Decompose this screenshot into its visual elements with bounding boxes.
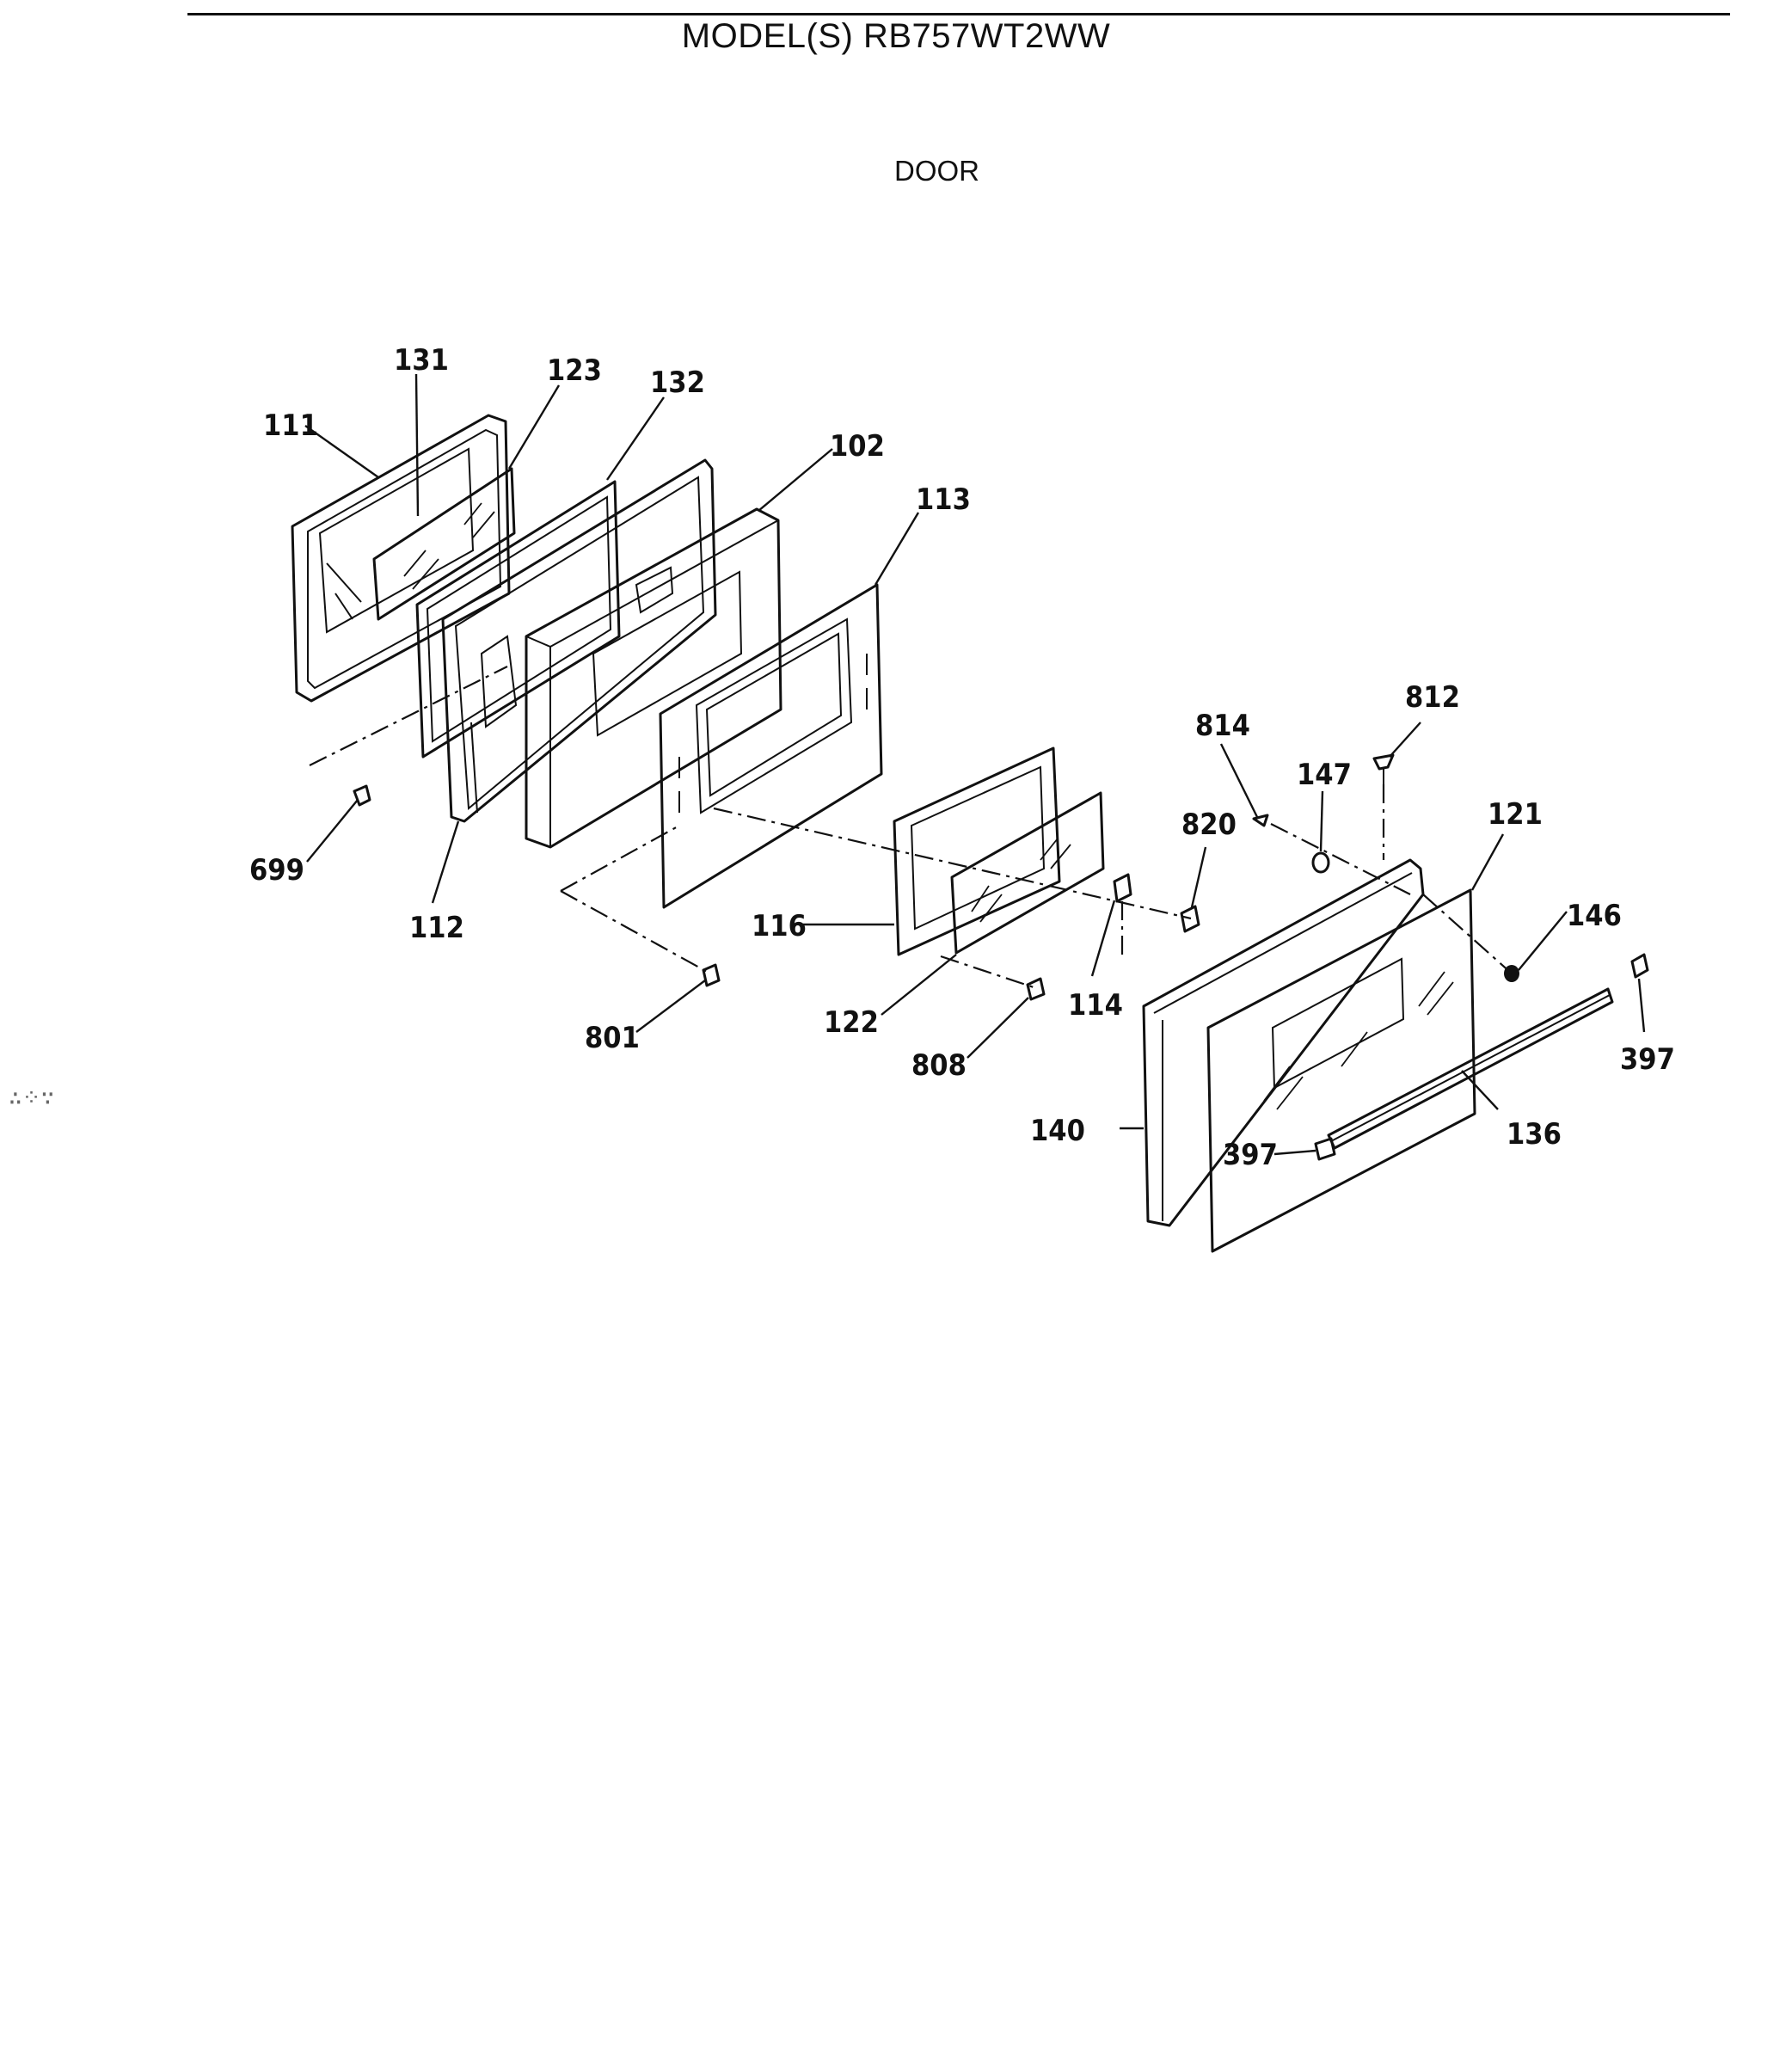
- part-132-door-frame: [441, 458, 717, 823]
- callout-814: 814: [1195, 709, 1250, 743]
- callout-140: 140: [1030, 1114, 1085, 1148]
- part-121-outer-glass: [1206, 888, 1476, 1253]
- callout-397-right: 397: [1620, 1042, 1675, 1077]
- callout-699: 699: [249, 853, 304, 888]
- part-113-door-panel: [659, 583, 883, 909]
- part-116-window-frame: [893, 746, 1061, 956]
- callout-136: 136: [1507, 1117, 1562, 1152]
- callout-820: 820: [1181, 808, 1237, 842]
- part-102-insulation: [525, 507, 782, 849]
- callout-116: 116: [752, 909, 807, 943]
- part-123-gasket: [415, 480, 621, 759]
- callout-147: 147: [1297, 758, 1352, 792]
- callout-112: 112: [409, 911, 464, 945]
- callout-146: 146: [1567, 899, 1622, 933]
- alignment-lines: [309, 666, 1513, 989]
- part-136-handle: [1327, 987, 1614, 1150]
- leader-lines: [304, 373, 1646, 1156]
- callout-122: 122: [824, 1005, 879, 1040]
- callout-131: 131: [394, 343, 449, 378]
- callout-114: 114: [1068, 988, 1123, 1023]
- part-131-inner-glass: [372, 467, 516, 621]
- callout-801: 801: [585, 1021, 640, 1055]
- part-122-window-glass: [950, 791, 1105, 955]
- callout-397-left: 397: [1223, 1138, 1278, 1172]
- callout-812: 812: [1405, 680, 1460, 715]
- callout-113: 113: [916, 482, 971, 517]
- scan-artifact: ∴⁘∵: [9, 1085, 55, 1111]
- callout-labels: 131 123 132 111 102 113 699 112 801 116 …: [249, 343, 1675, 1172]
- model-title: MODEL(S) RB757WT2WW: [681, 17, 1111, 55]
- top-rule: [187, 13, 1730, 15]
- callout-123: 123: [547, 353, 602, 388]
- callout-102: 102: [830, 429, 885, 464]
- part-small-hardware: [353, 753, 1649, 1161]
- part-140-outer-frame: [1142, 858, 1425, 1227]
- callout-121: 121: [1488, 797, 1543, 832]
- callout-111: 111: [263, 408, 318, 443]
- section-title: DOOR: [894, 155, 979, 187]
- callout-132: 132: [650, 366, 705, 400]
- callout-808: 808: [911, 1048, 967, 1083]
